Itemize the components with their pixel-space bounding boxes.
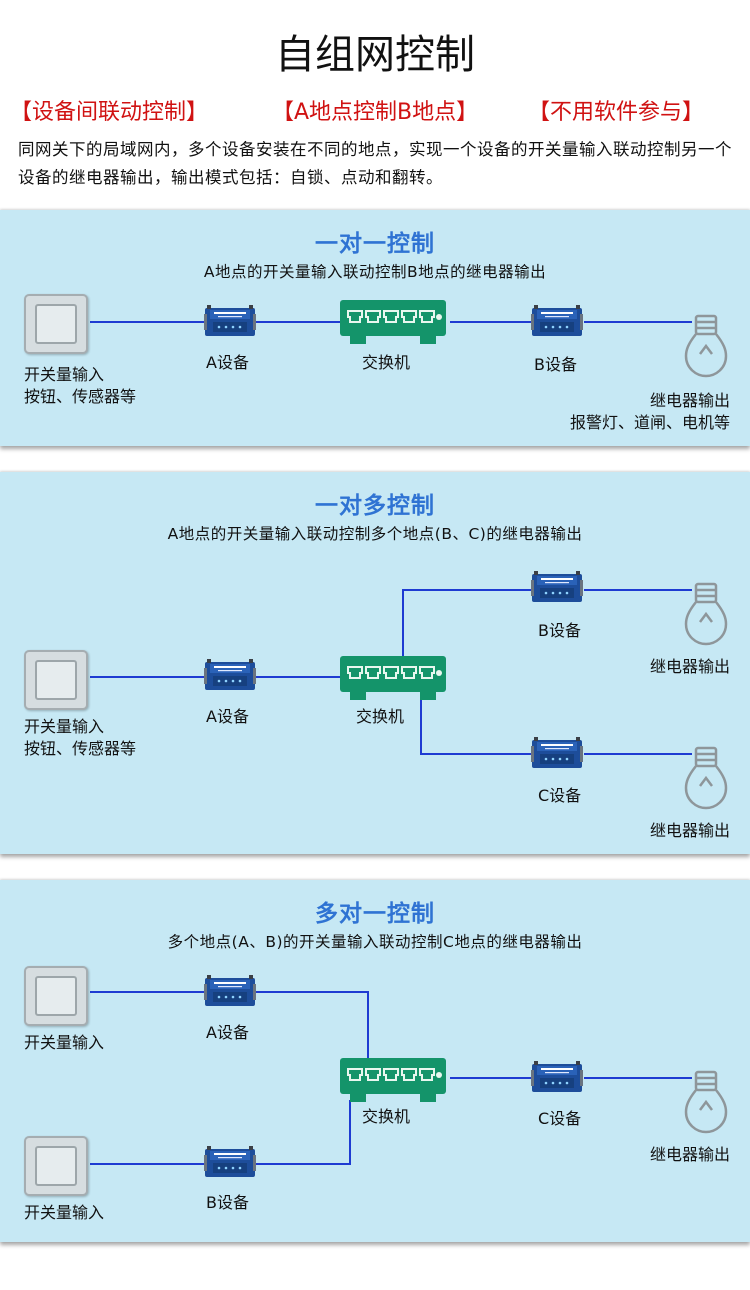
input-b-label: 开关量输入 [24, 1203, 105, 1222]
intro-text: 同网关下的局域网内，多个设备安装在不同的地点，实现一个设备的开关量输入联动控制另… [18, 140, 732, 187]
device-b-label: B设备 [206, 1193, 249, 1212]
device-c-label: C设备 [538, 786, 582, 805]
panel-title: 一对一控制 [315, 231, 435, 257]
network-relay-device-icon [204, 304, 256, 338]
network-relay-device-icon [204, 974, 256, 1008]
switch-label: 交换机 [356, 707, 405, 726]
output-c-label: 继电器输出 [649, 821, 730, 840]
input-a-label: 开关量输入 [24, 1033, 105, 1052]
switch-panel-icon [24, 650, 88, 710]
ethernet-switch-icon [338, 654, 448, 702]
device-b-label: B设备 [538, 621, 581, 640]
device-a-label: A设备 [206, 353, 249, 372]
network-relay-device-icon [204, 1145, 256, 1179]
device-a-label: A设备 [206, 1023, 249, 1042]
switch-panel-icon [24, 1136, 88, 1196]
light-bulb-icon [684, 1070, 728, 1134]
input-examples: 按钮、传感器等 [24, 739, 137, 758]
device-b-label: B设备 [534, 355, 577, 374]
light-bulb-icon [684, 746, 728, 810]
network-relay-device-icon [531, 1060, 583, 1094]
panel-description: A地点的开关量输入联动控制多个地点(B、C)的继电器输出 [167, 525, 583, 543]
panel-description: A地点的开关量输入联动控制B地点的继电器输出 [203, 263, 547, 281]
device-c-label: C设备 [538, 1109, 582, 1128]
panel-one-to-many: 一对多控制 A地点的开关量输入联动控制多个地点(B、C)的继电器输出 开关量输入… [0, 472, 750, 854]
output-c-label: 继电器输出 [649, 1145, 730, 1164]
tag-device-linkage: 【设备间联动控制】 [10, 100, 209, 125]
network-relay-device-icon [531, 570, 583, 604]
network-relay-device-icon [204, 658, 256, 692]
input-label: 开关量输入 [24, 365, 105, 384]
output-label: 继电器输出 [649, 391, 730, 410]
wiring [90, 991, 692, 1165]
page-title: 自组网控制 [275, 32, 475, 78]
feature-tags: 【设备间联动控制】 【A地点控制B地点】 【不用软件参与】 [0, 94, 750, 125]
switch-panel-icon [24, 294, 88, 354]
panel-one-to-one: 一对一控制 A地点的开关量输入联动控制B地点的继电器输出 开关量输入 按钮、传感… [0, 210, 750, 446]
network-relay-device-icon [531, 736, 583, 770]
tag-a-controls-b: 【A地点控制B地点】 [272, 100, 479, 125]
panel-description: 多个地点(A、B)的开关量输入联动控制C地点的继电器输出 [167, 933, 583, 951]
device-a-label: A设备 [206, 707, 249, 726]
ethernet-switch-icon [338, 298, 448, 346]
output-b-label: 继电器输出 [649, 657, 730, 676]
output-examples: 报警灯、道闸、电机等 [569, 413, 730, 432]
switch-panel-icon [24, 966, 88, 1026]
panel-title: 多对一控制 [315, 901, 435, 927]
input-examples: 按钮、传感器等 [24, 387, 137, 406]
wiring [90, 321, 692, 323]
input-label: 开关量输入 [24, 717, 105, 736]
panel-title: 一对多控制 [315, 493, 435, 519]
tag-no-software: 【不用软件参与】 [528, 100, 705, 125]
switch-label: 交换机 [362, 1107, 411, 1126]
network-relay-device-icon [531, 304, 583, 338]
panel-many-to-one: 多对一控制 多个地点(A、B)的开关量输入联动控制C地点的继电器输出 开关量输入… [0, 880, 750, 1242]
light-bulb-icon [684, 582, 728, 646]
switch-label: 交换机 [362, 353, 411, 372]
ethernet-switch-icon [338, 1056, 448, 1104]
light-bulb-icon [684, 314, 728, 378]
